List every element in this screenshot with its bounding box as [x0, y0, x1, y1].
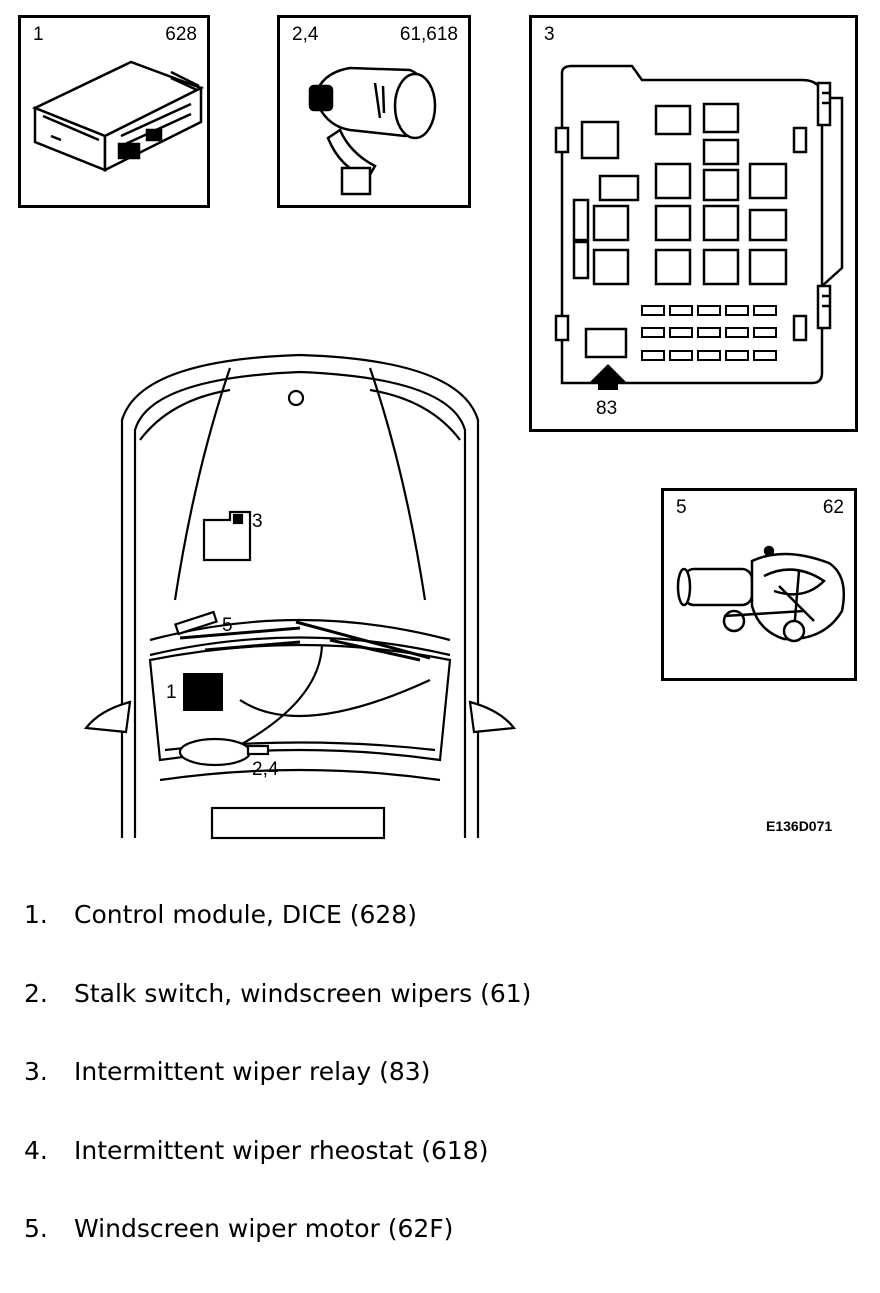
control-module-illustration — [31, 60, 205, 173]
panel-wiper-motor: 5 62 — [661, 488, 857, 681]
legend-number: 2. — [24, 978, 48, 1008]
wiper-motor-illustration — [676, 545, 846, 643]
legend-text: Stalk switch, windscreen wipers (61) — [74, 978, 532, 1008]
legend-text: Intermittent wiper relay (83) — [74, 1057, 431, 1086]
panel-5-number: 5 — [676, 497, 687, 518]
panel-1-part-number: 628 — [165, 24, 197, 45]
figure-code: E136D071 — [766, 818, 833, 834]
legend-text: Control module, DICE (628) — [74, 900, 417, 929]
relay-arrow-label: 83 — [596, 398, 617, 419]
legend-number: 4. — [24, 1135, 48, 1165]
legend-item: 5. Windscreen wiper motor (62F) — [24, 1214, 531, 1293]
legend-item: 3. Intermittent wiper relay (83) — [24, 1057, 531, 1136]
legend-text: Intermittent wiper rheostat (618) — [74, 1135, 489, 1165]
legend-text: Windscreen wiper motor (62F) — [74, 1214, 454, 1243]
car-body-outline — [83, 353, 517, 840]
relay-box-illustration: 83 — [554, 64, 844, 419]
panel-24-part-number: 61,618 — [399, 24, 458, 45]
panel-24-number: 2,4 — [292, 24, 319, 45]
legend-item: 2. Stalk switch, windscreen wipers (61) — [24, 979, 531, 1058]
car-label-wiper-motor: 5 — [222, 615, 233, 636]
legend-item: 1. Control module, DICE (628) — [24, 900, 531, 979]
stalk-switch-illustration — [308, 66, 437, 196]
panel-1-number: 1 — [33, 24, 44, 45]
mini-fuse-rows — [641, 305, 777, 361]
legend-item: 4. Intermittent wiper rheostat (618) — [24, 1136, 531, 1215]
panel-3-number: 3 — [544, 24, 555, 45]
component-legend: 1. Control module, DICE (628) 2. Stalk s… — [24, 900, 531, 1293]
legend-number: 5. — [24, 1214, 48, 1243]
relay-pointer-arrow — [588, 364, 628, 390]
legend-number: 1. — [24, 900, 48, 929]
control-module-marker — [183, 673, 223, 711]
panel-5-part-number: 62 — [822, 497, 844, 518]
panel-control-module: 1 628 — [18, 15, 210, 208]
car-label-control-module: 1 — [166, 682, 177, 703]
car-label-relay: 3 — [252, 511, 263, 532]
car-top-view: 3 5 1 2,4 — [83, 353, 517, 840]
car-label-stalk-switch: 2,4 — [252, 759, 279, 780]
panel-stalk-switch: 2,4 61,618 — [277, 15, 471, 208]
legend-number: 3. — [24, 1057, 48, 1086]
panel-relay-box: 3 — [529, 15, 858, 432]
